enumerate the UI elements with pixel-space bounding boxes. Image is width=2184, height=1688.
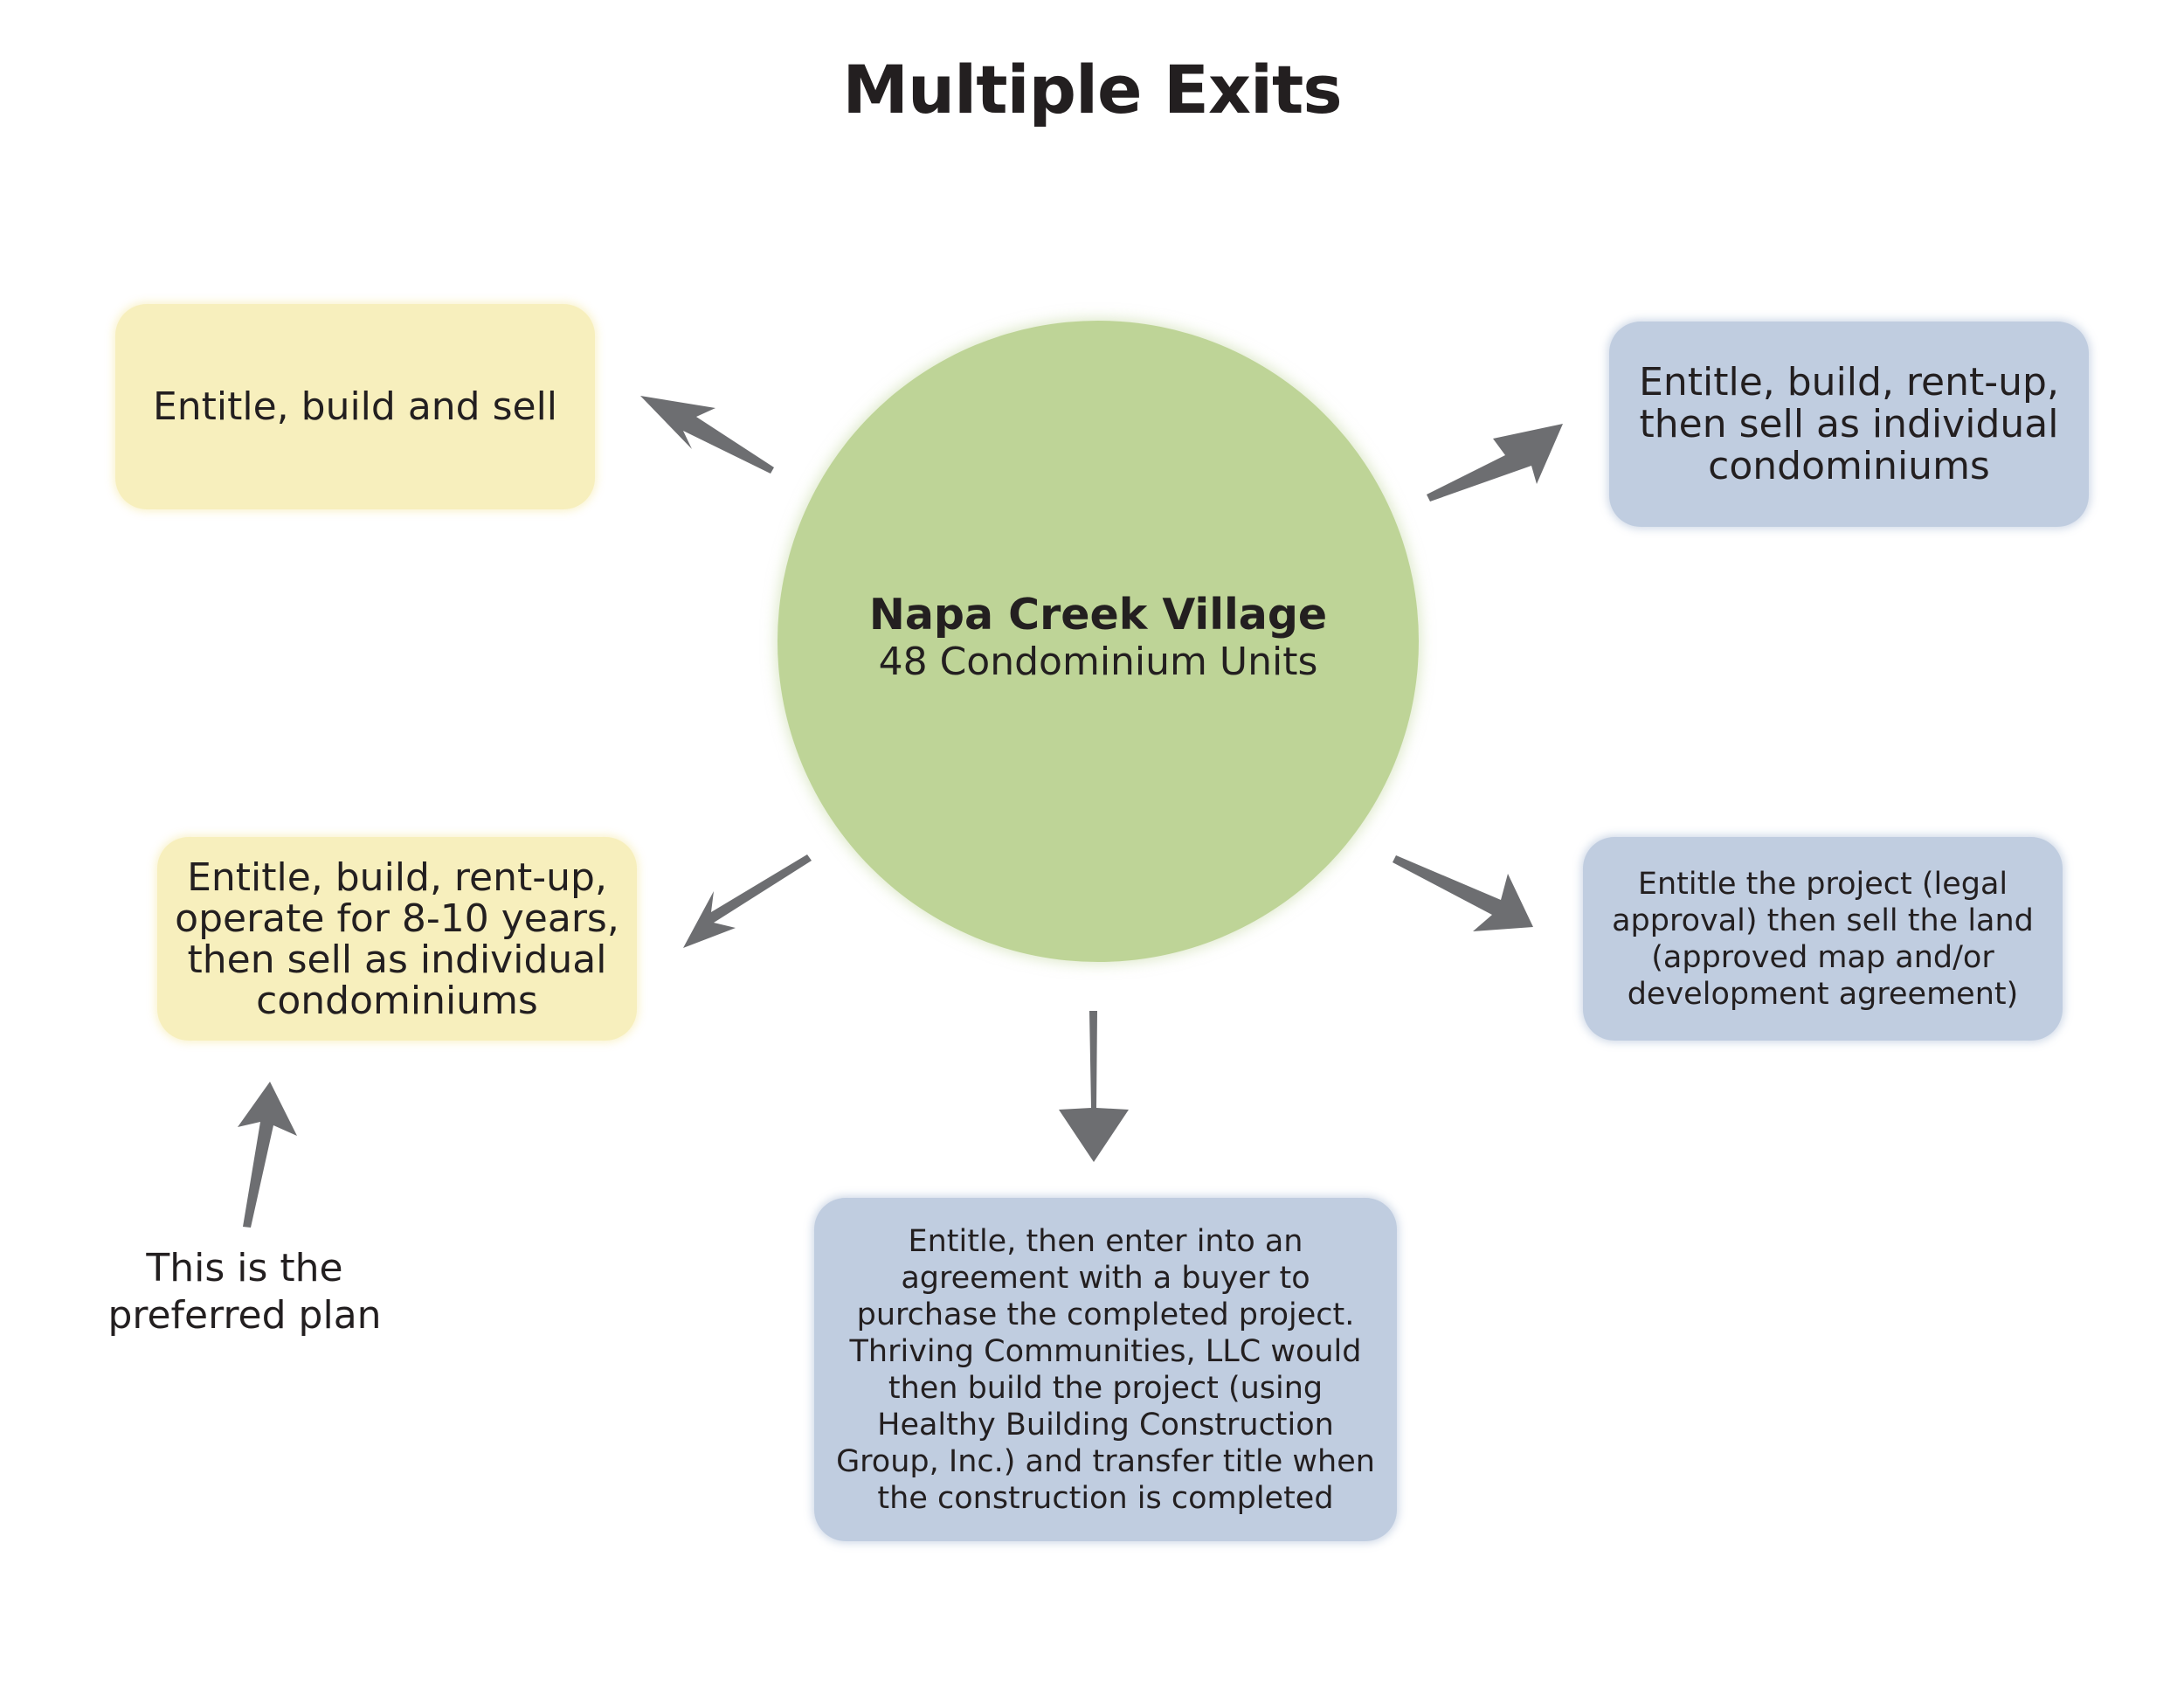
hub-label: Napa Creek Village 48 Condominium Units [778, 591, 1419, 685]
preferred-plan-note: This is the preferred plan [107, 1246, 382, 1338]
arrow-to-middle-right [1393, 855, 1533, 931]
arrow-to-top-left [640, 396, 774, 474]
exit-middle-right-text: Entitle the project (legal approval) the… [1612, 866, 2034, 1012]
exit-box-middle-left: Entitle, build, rent-up, operate for 8-1… [157, 837, 637, 1041]
exit-box-top-right: Entitle, build, rent-up, then sell as in… [1609, 322, 2089, 527]
arrow-note-to-middle-left [238, 1082, 297, 1228]
hub-name: Napa Creek Village [868, 590, 1328, 640]
diagram-title: Multiple Exits [842, 51, 1342, 128]
arrow-to-top-right [1427, 424, 1563, 502]
arrow-to-bottom [1059, 1011, 1129, 1162]
exit-middle-left-text: Entitle, build, rent-up, operate for 8-1… [175, 854, 619, 1023]
exit-top-right-text: Entitle, build, rent-up, then sell as in… [1639, 359, 2059, 488]
exit-box-top-left: Entitle, build and sell [115, 304, 595, 509]
exit-box-middle-right: Entitle the project (legal approval) the… [1583, 837, 2063, 1041]
hub-circle [778, 321, 1419, 962]
exit-top-left-text: Entitle, build and sell [152, 384, 558, 429]
exit-bottom-text: Entitle, then enter into an agreement wi… [836, 1223, 1375, 1516]
exit-box-bottom: Entitle, then enter into an agreement wi… [814, 1198, 1397, 1541]
arrow-to-middle-left [683, 854, 812, 948]
hub-subtitle: 48 Condominium Units [878, 640, 1318, 684]
